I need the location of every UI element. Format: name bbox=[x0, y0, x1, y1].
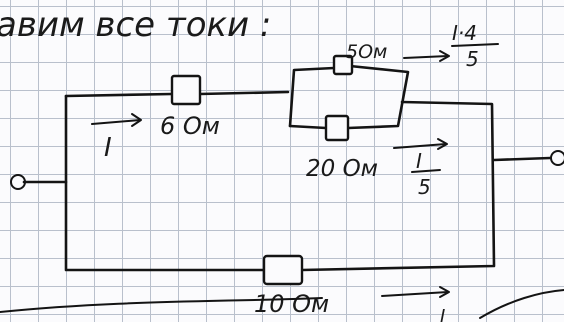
resistor-5-ohm bbox=[332, 54, 354, 76]
top-left-wire bbox=[64, 92, 174, 98]
current-lower-numerator: I bbox=[416, 149, 422, 173]
resistor-6-ohm bbox=[170, 74, 202, 106]
branch-lower-left-wire bbox=[288, 124, 328, 130]
label-20-ohm: 20 Ом bbox=[306, 156, 378, 182]
current-label-bottom: I bbox=[440, 306, 445, 322]
current-upper-denominator: 5 bbox=[466, 47, 479, 71]
branch-upper-right-wire bbox=[346, 64, 410, 130]
fraction-bar bbox=[451, 43, 499, 47]
resistor-20-ohm bbox=[324, 114, 350, 142]
right-loop-wire bbox=[300, 100, 496, 272]
current-arrow-bottom bbox=[381, 291, 449, 297]
arrowhead-icon bbox=[439, 286, 450, 298]
branch-upper-left-wire bbox=[288, 66, 336, 128]
current-lower-denominator: 5 bbox=[418, 175, 431, 199]
pen-stroke bbox=[479, 289, 564, 319]
right-terminal bbox=[550, 150, 564, 166]
label-10-ohm: 10 Ом bbox=[254, 290, 329, 318]
top-mid-wire bbox=[198, 90, 290, 96]
left-rail-wire bbox=[64, 94, 266, 272]
page-heading: авим все токи : bbox=[0, 5, 271, 45]
left-terminal bbox=[10, 174, 26, 190]
current-label-main: I bbox=[104, 133, 112, 163]
current-upper-numerator: I·4 bbox=[452, 21, 477, 45]
resistor-10-ohm bbox=[262, 254, 304, 286]
label-5-ohm: 5Ом bbox=[346, 41, 387, 63]
pen-stroke bbox=[0, 297, 323, 313]
arrowhead-icon bbox=[131, 113, 142, 127]
arrowhead-icon bbox=[437, 138, 448, 150]
fraction-bar bbox=[411, 169, 441, 173]
current-arrow-main bbox=[91, 119, 141, 125]
right-lead-wire bbox=[492, 156, 552, 162]
current-arrow-lower bbox=[393, 143, 447, 149]
current-arrow-upper bbox=[403, 55, 449, 59]
arrowhead-icon bbox=[439, 50, 450, 62]
label-6-ohm: 6 Ом bbox=[160, 112, 220, 140]
